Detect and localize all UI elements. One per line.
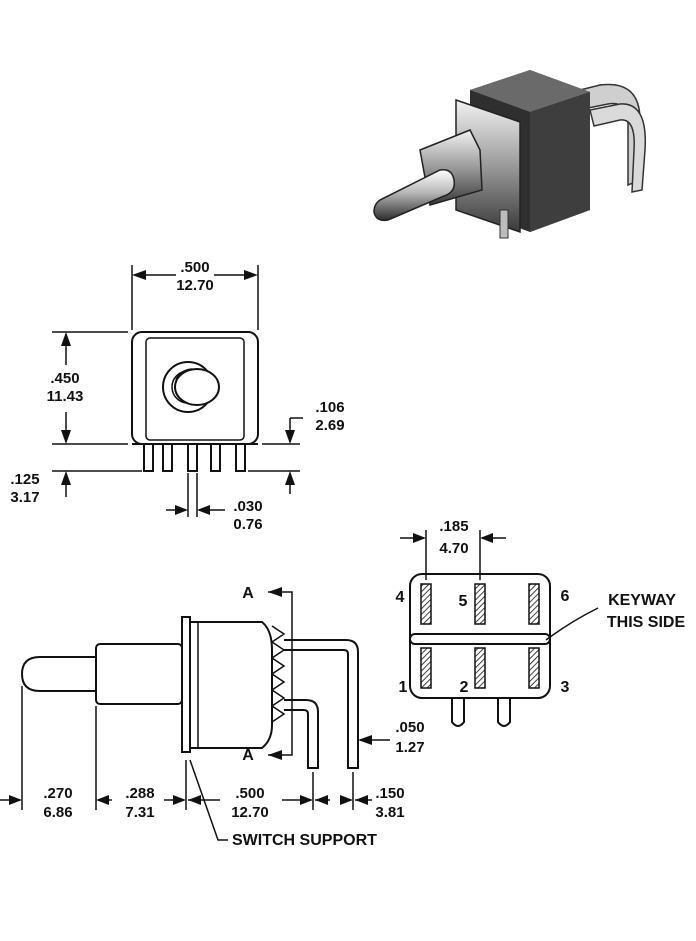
bushing-mm: 7.31 xyxy=(125,804,154,821)
front-view: .500 12.70 .450 11.43 .125 3.17 .106 2.6… xyxy=(10,259,344,533)
width-mm: 12.70 xyxy=(176,277,214,294)
terminal-6: 6 xyxy=(561,588,570,605)
pitch-mm: 4.70 xyxy=(439,540,468,557)
lever-mm: 6.86 xyxy=(43,804,72,821)
pin-offset-inch: .150 xyxy=(375,785,404,802)
width-inch: .500 xyxy=(180,259,209,276)
height-inch: .450 xyxy=(50,370,79,387)
switch-support-label: SWITCH SUPPORT xyxy=(232,832,377,849)
lever-inch: .270 xyxy=(43,785,72,802)
pin-length-inch: .125 xyxy=(10,471,39,488)
section-a-bottom: A xyxy=(242,747,254,764)
pitch-inch: .185 xyxy=(439,518,468,535)
terminal-view: 4 5 6 1 2 3 .185 4.70 KEYWAY THIS SIDE xyxy=(396,518,686,727)
pin-offset-mm: 3.81 xyxy=(375,804,404,821)
bend-mm: 1.27 xyxy=(395,739,424,756)
side-view: A A .050 1.27 .270 6.86 .28 xyxy=(0,585,425,849)
height-mm: 11.43 xyxy=(47,388,84,405)
pin-width-inch: .030 xyxy=(233,498,262,515)
terminal-2: 2 xyxy=(460,679,469,696)
terminal-1: 1 xyxy=(399,679,408,696)
body-inch: .500 xyxy=(235,785,264,802)
pin-length-mm: 3.17 xyxy=(10,489,39,506)
bend-inch: .050 xyxy=(395,719,424,736)
product-photo xyxy=(373,70,647,239)
pin-width-mm: 0.76 xyxy=(233,516,262,533)
bushing-inch: .288 xyxy=(125,785,154,802)
base-mm: 2.69 xyxy=(315,417,344,434)
terminal-5: 5 xyxy=(459,593,468,610)
body-mm: 12.70 xyxy=(231,804,269,821)
keyway-side-label: THIS SIDE xyxy=(607,614,686,631)
terminal-3: 3 xyxy=(561,679,570,696)
keyway-label: KEYWAY xyxy=(608,592,676,609)
section-a-top: A xyxy=(242,585,254,602)
terminal-4: 4 xyxy=(396,589,405,606)
base-inch: .106 xyxy=(315,399,344,416)
